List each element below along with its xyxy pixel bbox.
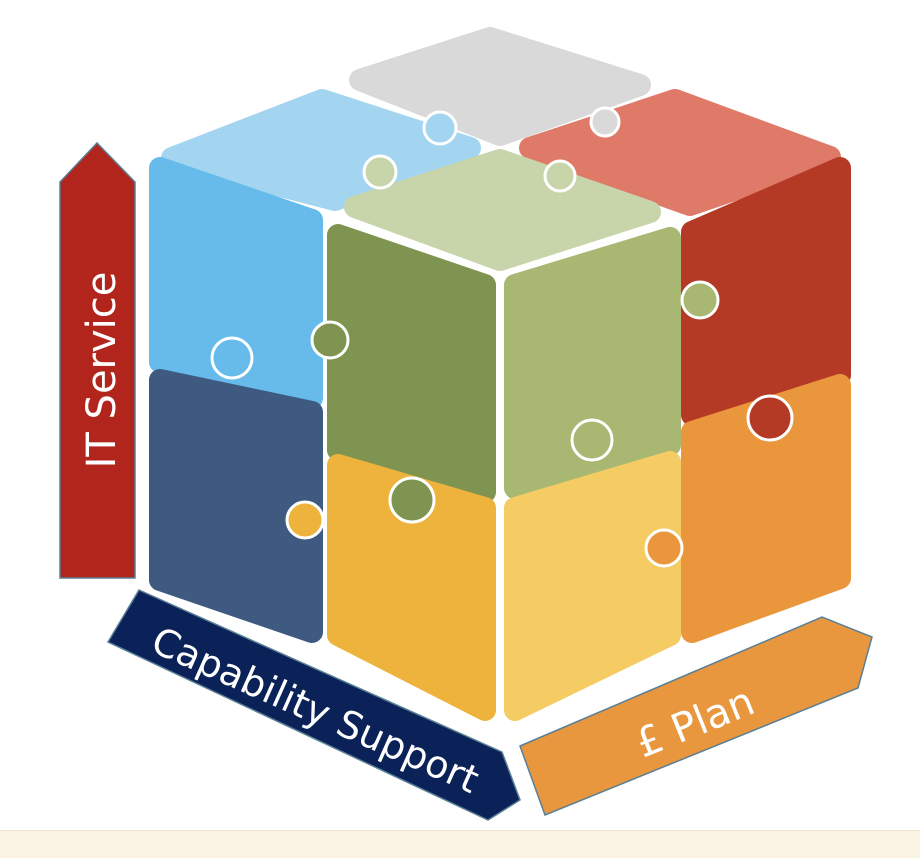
puzzle-knob	[570, 418, 614, 462]
it-service-label: IT Service	[79, 272, 125, 469]
right-lightgreen-piece	[504, 227, 681, 499]
footer-strip	[0, 830, 920, 858]
puzzle-knob	[543, 159, 577, 193]
puzzle-knob	[746, 394, 794, 442]
puzzle-knob	[680, 280, 720, 320]
top-palegreen-piece	[344, 149, 661, 271]
right-orange-piece	[681, 374, 851, 643]
puzzle-knob	[310, 320, 350, 360]
left-darkgreen-piece	[327, 224, 496, 503]
puzzle-knob	[388, 476, 436, 524]
left-gold-piece	[327, 454, 496, 721]
plan-arrow: £ Plan	[519, 616, 873, 816]
puzzle-knob	[362, 154, 398, 190]
puzzle-knob	[422, 110, 458, 146]
left-navy-piece	[149, 369, 323, 643]
puzzle-knob	[644, 528, 684, 568]
it-service-arrow: IT Service	[59, 141, 136, 579]
puzzle-knob	[589, 106, 621, 138]
puzzle-knob	[210, 336, 254, 380]
left-skyblue-piece	[149, 157, 323, 409]
puzzle-knob	[285, 500, 325, 540]
right-yellow-piece	[504, 451, 681, 721]
